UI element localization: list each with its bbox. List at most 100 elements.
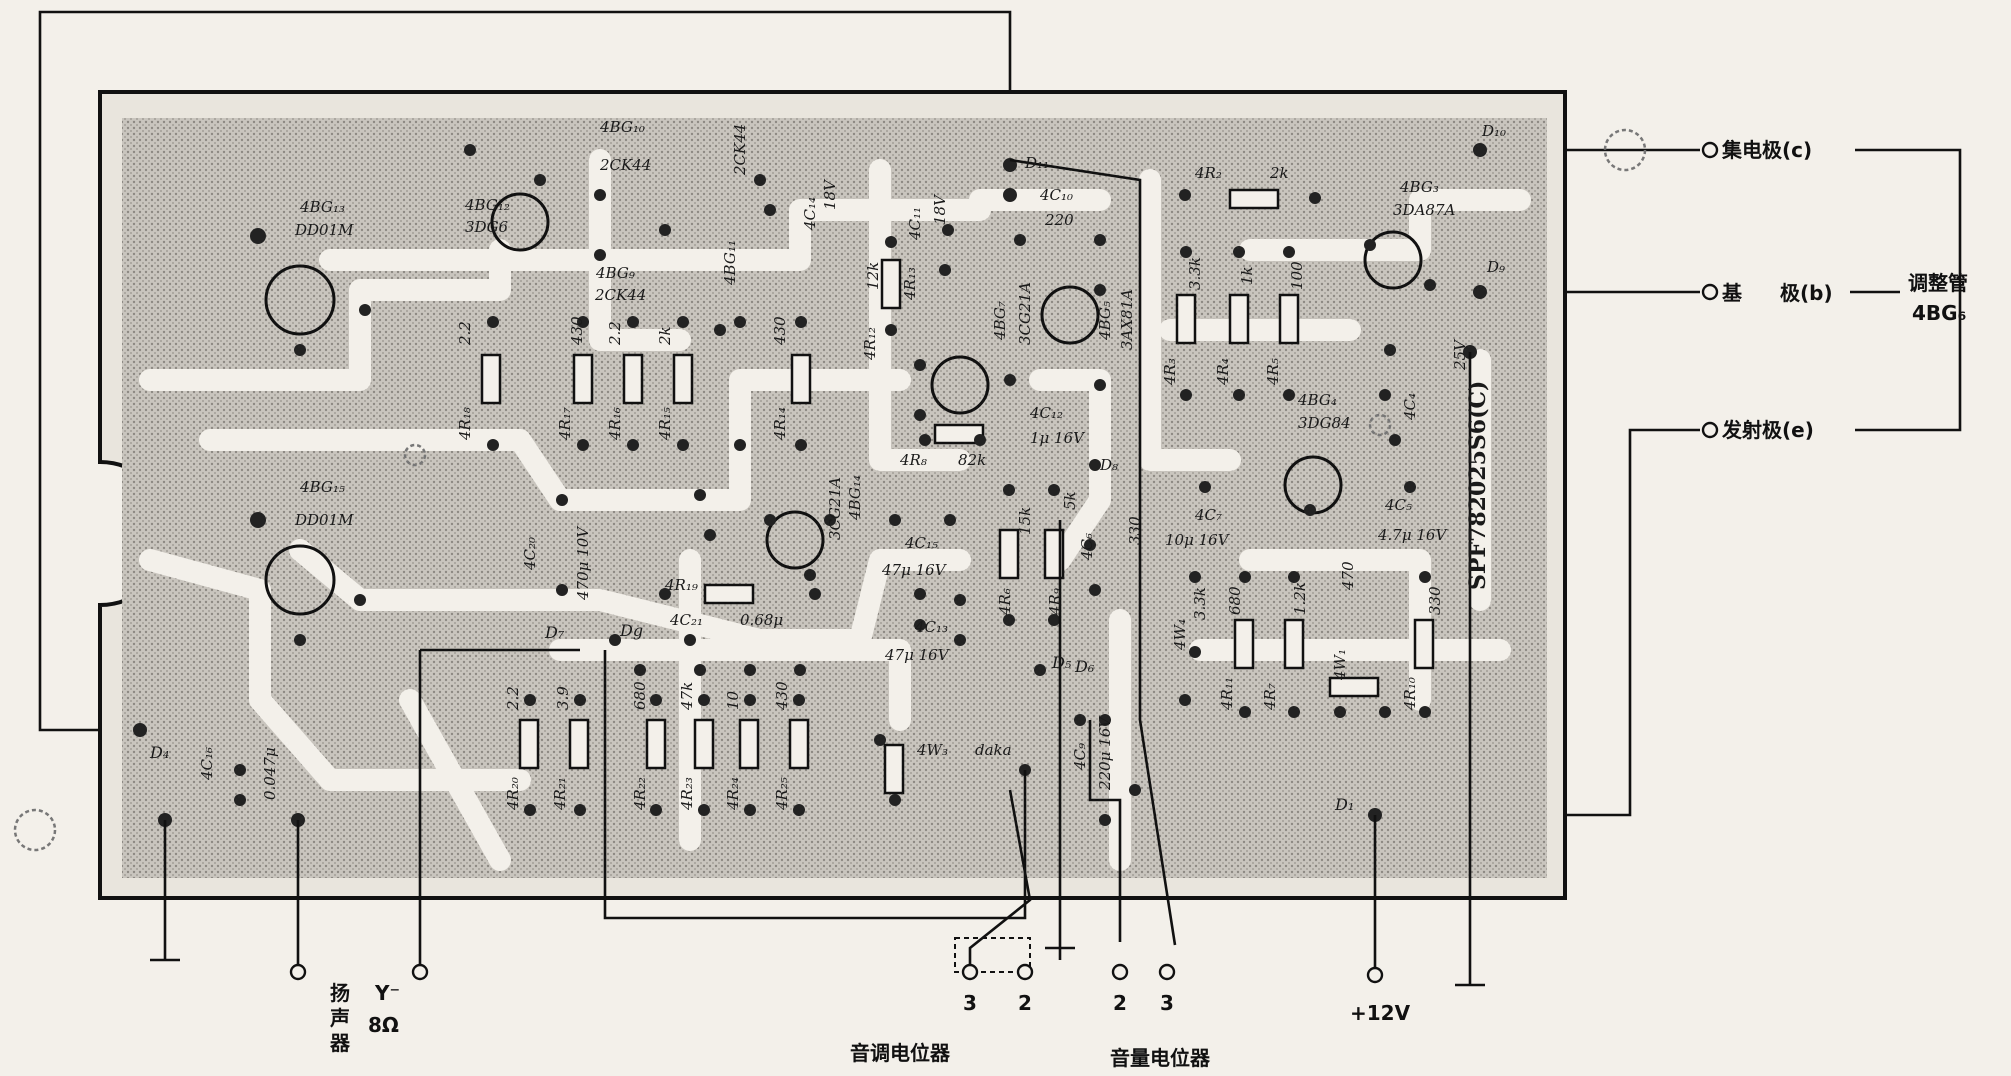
label-r18: 4R₁₈ bbox=[456, 407, 474, 441]
label-ck44-c: 2CK44 bbox=[594, 286, 646, 304]
label-c7-val: 10μ 16V bbox=[1165, 531, 1231, 549]
label-tone-pot: 音调电位器 bbox=[850, 1041, 951, 1065]
wire-top-loop bbox=[38, 10, 1012, 732]
label-bg12-type: 3DG6 bbox=[465, 218, 509, 236]
point-dg: Dg bbox=[619, 621, 643, 640]
transistor-bg14 bbox=[765, 510, 825, 570]
label-r23-val: 47k bbox=[678, 682, 696, 711]
label-c21-val: 0.68μ bbox=[740, 611, 783, 629]
label-r4-val: 1k bbox=[1238, 266, 1256, 285]
transistor-outlines bbox=[264, 192, 1423, 616]
terminal-emitter bbox=[1701, 421, 1719, 439]
label-r6-val: 15k bbox=[1016, 507, 1034, 535]
label-r14: 4R₁₄ bbox=[771, 407, 789, 441]
label-tone-pin-a: 3 bbox=[963, 991, 977, 1015]
transistor-bg7 bbox=[1040, 285, 1100, 345]
label-r8: 4R₈ bbox=[899, 451, 927, 469]
terminal-speaker-b bbox=[411, 963, 429, 981]
label-c20: 4C₂₀ bbox=[521, 537, 539, 571]
label-emitter: 发射极(e) bbox=[1721, 418, 1814, 442]
label-c10-val: 220 bbox=[1044, 211, 1074, 229]
terminal-tone-3 bbox=[961, 963, 979, 981]
terminal-speaker-a bbox=[289, 963, 307, 981]
label-speaker-2: 声 bbox=[329, 1006, 350, 1030]
label-c6-val: 330 bbox=[1126, 516, 1144, 545]
label-d11: D₁₁ bbox=[1024, 154, 1049, 172]
label-c4-val: 25V bbox=[1451, 338, 1469, 371]
label-speaker-1: 扬 bbox=[330, 981, 350, 1005]
label-r7: 4R₇ bbox=[1261, 683, 1279, 711]
label-collector: 集电极(c) bbox=[1721, 138, 1812, 162]
label-c21: 4C₂₁ bbox=[669, 611, 703, 629]
label-r9: 4R₉ bbox=[1046, 588, 1064, 616]
label-vol-pin-b: 3 bbox=[1160, 991, 1174, 1015]
external-leads bbox=[150, 158, 1485, 987]
mounting-holes bbox=[13, 128, 1647, 852]
label-d8: D₈ bbox=[1099, 456, 1118, 474]
label-bg9: 4BG₉ bbox=[595, 264, 635, 282]
wire-adjuster-bracket bbox=[1855, 148, 1962, 432]
label-supply: +12V bbox=[1350, 1001, 1411, 1025]
label-c12-val: 1μ 16V bbox=[1030, 429, 1086, 447]
label-bg5: 4BG₅ bbox=[1096, 301, 1114, 341]
label-r15: 4R₁₅ bbox=[656, 407, 674, 441]
label-r10-val: 330 bbox=[1426, 586, 1444, 615]
label-r17: 4R₁₇ bbox=[556, 407, 574, 441]
label-r7-val: 1.2k bbox=[1291, 582, 1309, 615]
label-r6: 4R₆ bbox=[996, 588, 1014, 616]
label-r22: 4R₂₂ bbox=[631, 777, 649, 811]
label-r3-val: 3.3k bbox=[1186, 257, 1204, 290]
label-r15-val: 2k bbox=[656, 326, 674, 346]
label-c4: 4C₄ bbox=[1401, 393, 1419, 421]
label-r2-val: 2k bbox=[1269, 164, 1289, 182]
label-r25: 4R₂₅ bbox=[773, 777, 791, 811]
label-r18-val: 2.2 bbox=[456, 321, 474, 346]
board-code: SPF782025S6(C) bbox=[1465, 381, 1491, 590]
label-w3-val: daka bbox=[975, 741, 1012, 759]
label-c7: 4C₇ bbox=[1194, 506, 1222, 524]
label-r20-val: 2.2 bbox=[504, 686, 522, 711]
label-c10: 4C₁₀ bbox=[1039, 186, 1073, 204]
label-d9: D₉ bbox=[1486, 258, 1505, 276]
label-r24: 4R₂₄ bbox=[724, 777, 742, 811]
label-c16-val: 0.047μ bbox=[261, 747, 279, 800]
label-bg15: 4BG₁₅ bbox=[299, 478, 345, 496]
label-bg14: 4BG₁₄ bbox=[846, 475, 864, 521]
label-c11: 4C₁₁ bbox=[906, 207, 924, 241]
label-c15-val: 47μ 16V bbox=[881, 561, 948, 579]
label-speaker-3: 器 bbox=[329, 1031, 351, 1055]
label-bg3: 4BG₃ bbox=[1399, 178, 1439, 196]
label-c16: 4C₁₆ bbox=[198, 747, 216, 781]
label-bg14-type: 3CG21A bbox=[826, 477, 844, 540]
label-r3: 4R₃ bbox=[1161, 358, 1179, 386]
label-d10: D₁₀ bbox=[1481, 122, 1506, 140]
label-r2: 4R₂ bbox=[1194, 164, 1222, 182]
label-r20: 4R₂₀ bbox=[504, 777, 522, 811]
label-r11: 4R₁₁ bbox=[1218, 677, 1236, 711]
label-bg7-type: 3CG21A bbox=[1016, 282, 1034, 345]
label-base-a: 基 bbox=[1722, 281, 1743, 305]
label-r14-val: 430 bbox=[771, 316, 789, 346]
label-r8-val: 82k bbox=[958, 451, 986, 469]
label-bg7: 4BG₇ bbox=[991, 301, 1009, 341]
label-r23: 4R₂₃ bbox=[678, 777, 696, 811]
shielded-cable bbox=[954, 937, 1031, 973]
label-w4-val: 3.3k bbox=[1191, 587, 1209, 620]
terminal-12v bbox=[1366, 966, 1384, 984]
label-r22-val: 680 bbox=[631, 681, 649, 710]
point-d1: D₁ bbox=[1334, 795, 1354, 814]
label-c14-val: 18V bbox=[821, 178, 839, 210]
terminal-base bbox=[1701, 283, 1719, 301]
label-bg15-type: DD01M bbox=[294, 511, 354, 529]
label-bg12: 4BG₁₂ bbox=[464, 196, 510, 214]
label-adjuster-ref: 4BG₆ bbox=[1912, 301, 1966, 325]
point-d7: D₇ bbox=[544, 623, 565, 642]
label-r16: 4R₁₆ bbox=[606, 407, 624, 441]
label-r19: 4R₁₉ bbox=[664, 576, 698, 594]
label-r11-val: 680 bbox=[1226, 586, 1244, 615]
label-ck44-b: 2CK44 bbox=[731, 124, 749, 176]
label-c6: 4C₆ bbox=[1078, 533, 1096, 561]
transistor-bg5 bbox=[930, 355, 990, 415]
label-w1-val: 470 bbox=[1339, 561, 1357, 591]
